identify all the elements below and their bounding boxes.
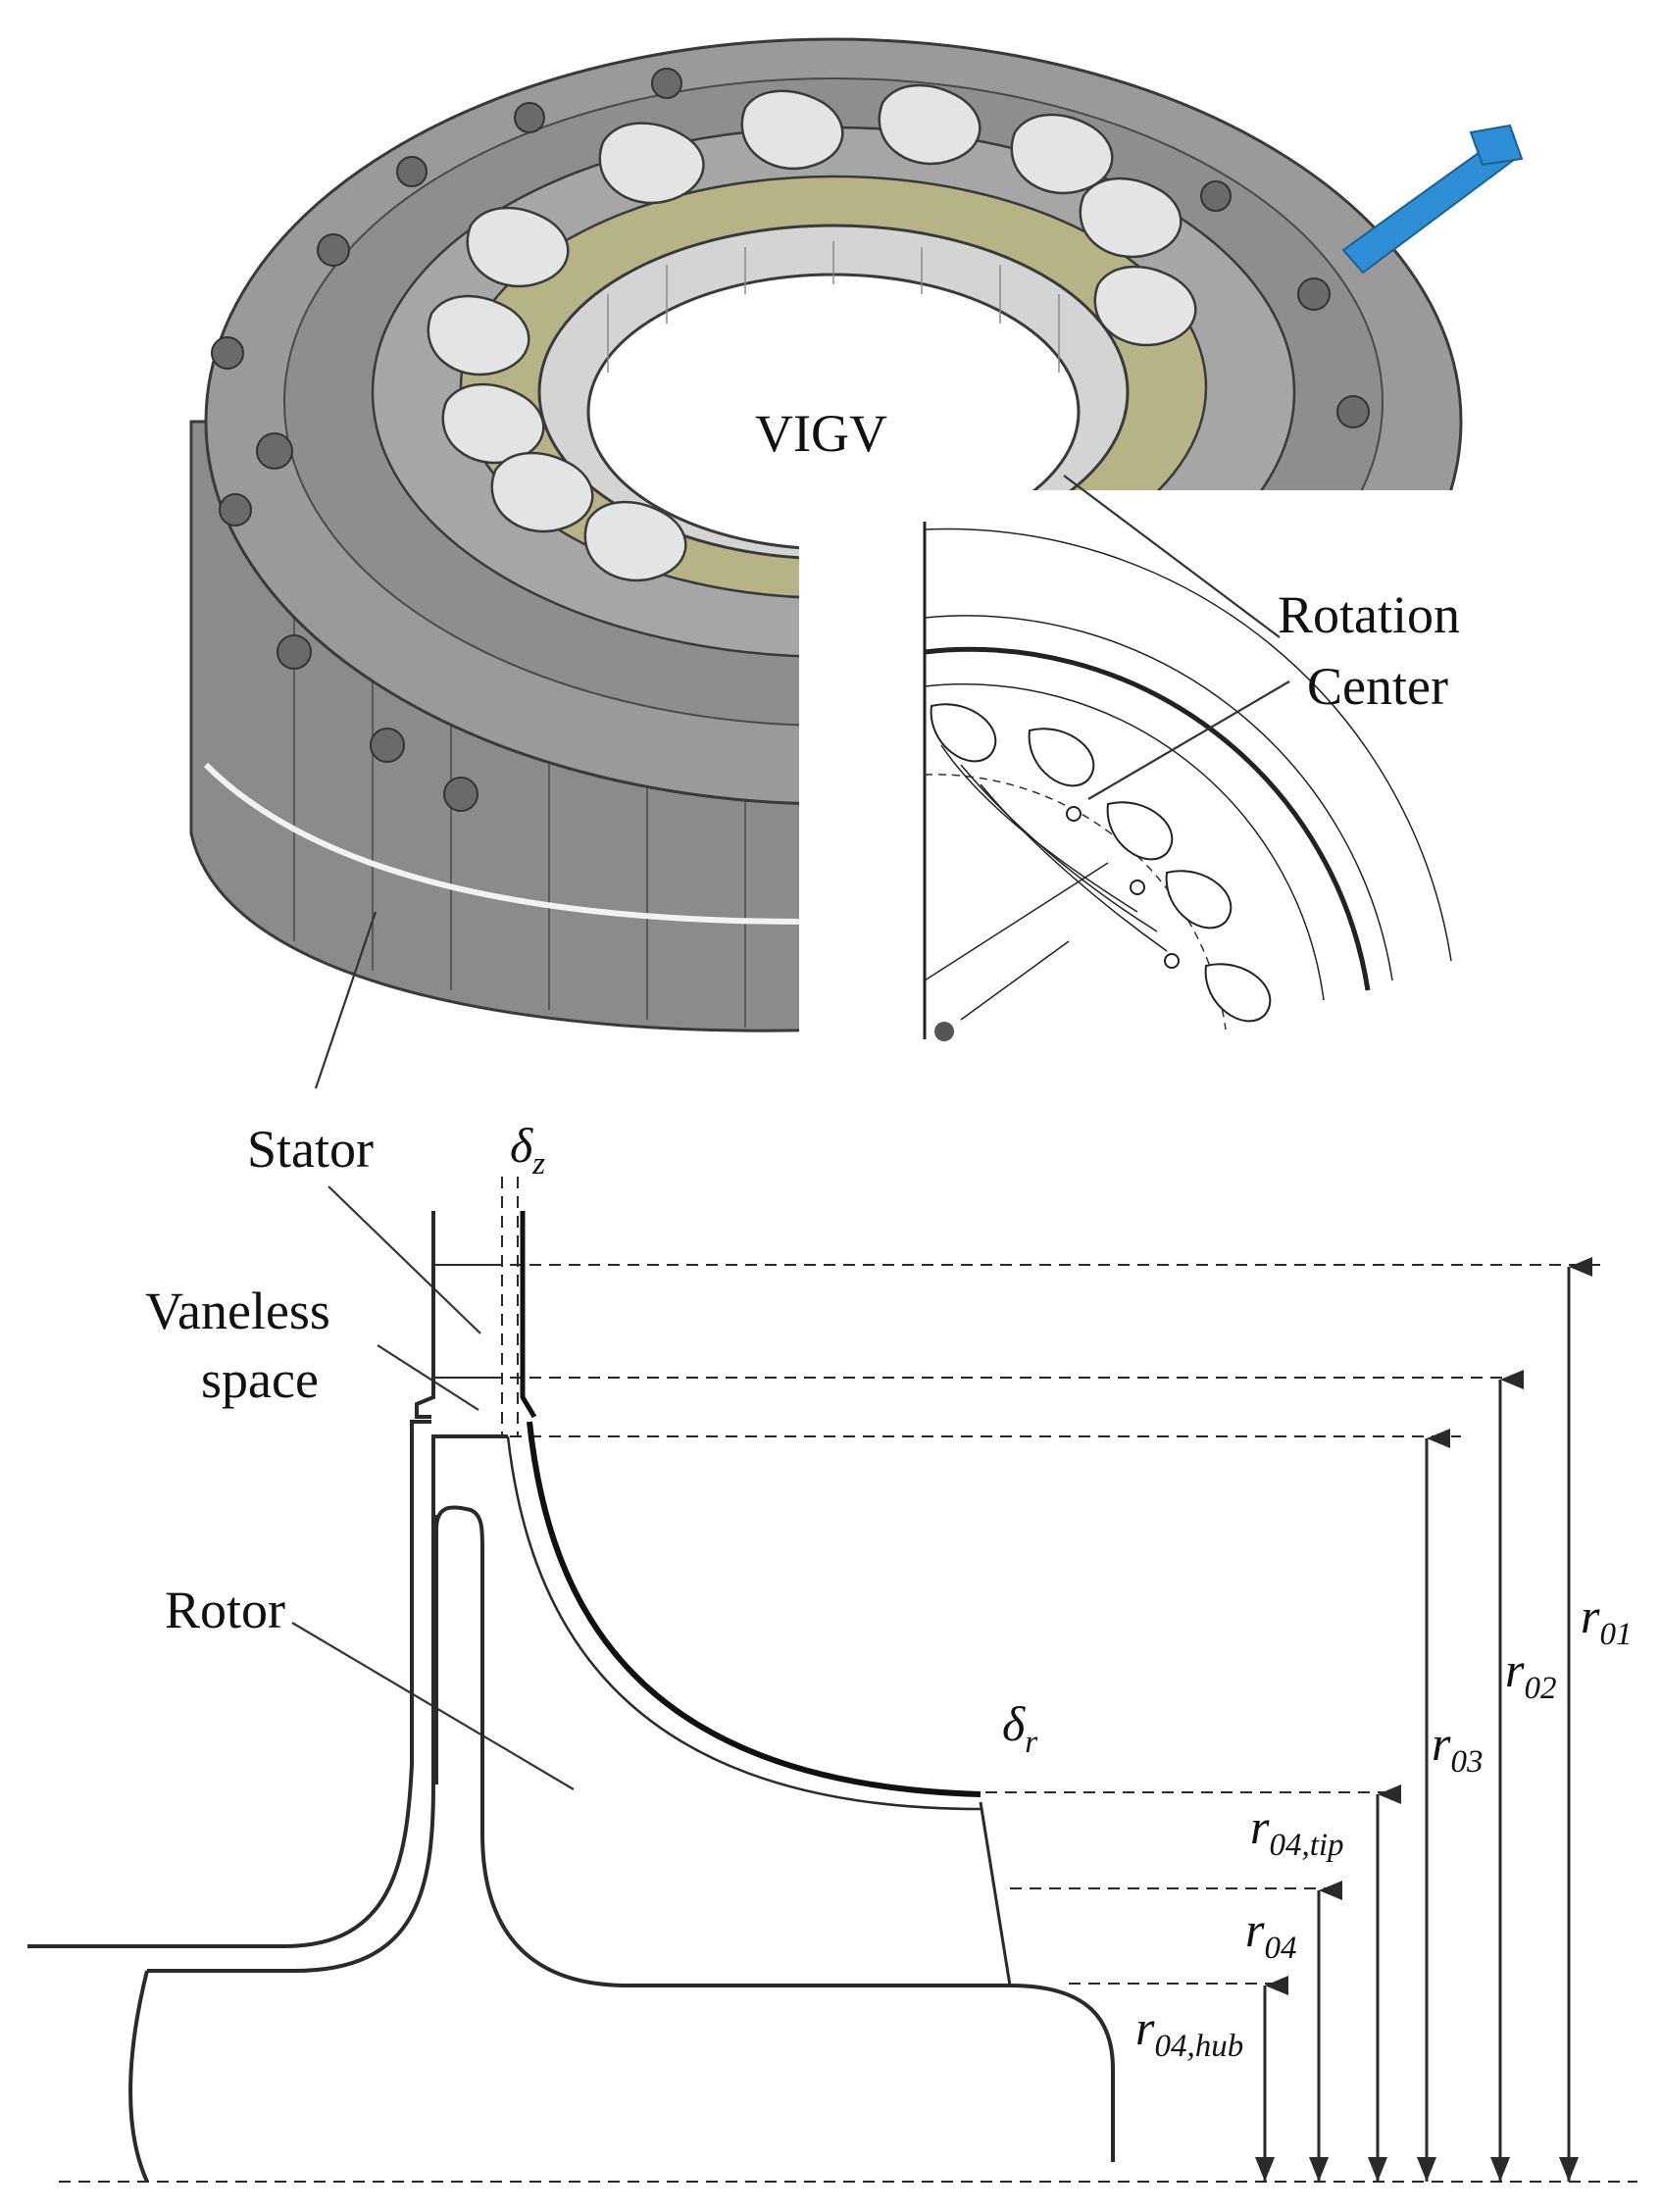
rotation-center-label-line1: Rotation — [1278, 585, 1460, 644]
rotation-center-label-line2: Center — [1307, 657, 1448, 716]
r01-symbol: r01 — [1581, 1588, 1632, 1652]
inset-front-view — [799, 490, 1466, 1041]
vaneless-space-label-line1: Vaneless — [145, 1282, 330, 1340]
r03-symbol: r03 — [1432, 1716, 1483, 1780]
delta-z-symbol: δz — [510, 1118, 545, 1181]
delta-r-symbol: δr — [1002, 1696, 1037, 1760]
r04-hub-symbol: r04,hub — [1135, 2000, 1243, 2064]
r04-tip-symbol: r04,tip — [1250, 1799, 1344, 1863]
stator-label: Stator — [247, 1120, 374, 1179]
vigv-label: VIGV — [755, 404, 887, 463]
vaneless-space-label-line2: space — [201, 1350, 319, 1409]
meridional-section — [27, 1177, 1637, 2183]
rotor-label: Rotor — [165, 1581, 285, 1639]
r02-symbol: r02 — [1505, 1642, 1556, 1706]
r04-symbol: r04 — [1245, 1902, 1296, 1966]
